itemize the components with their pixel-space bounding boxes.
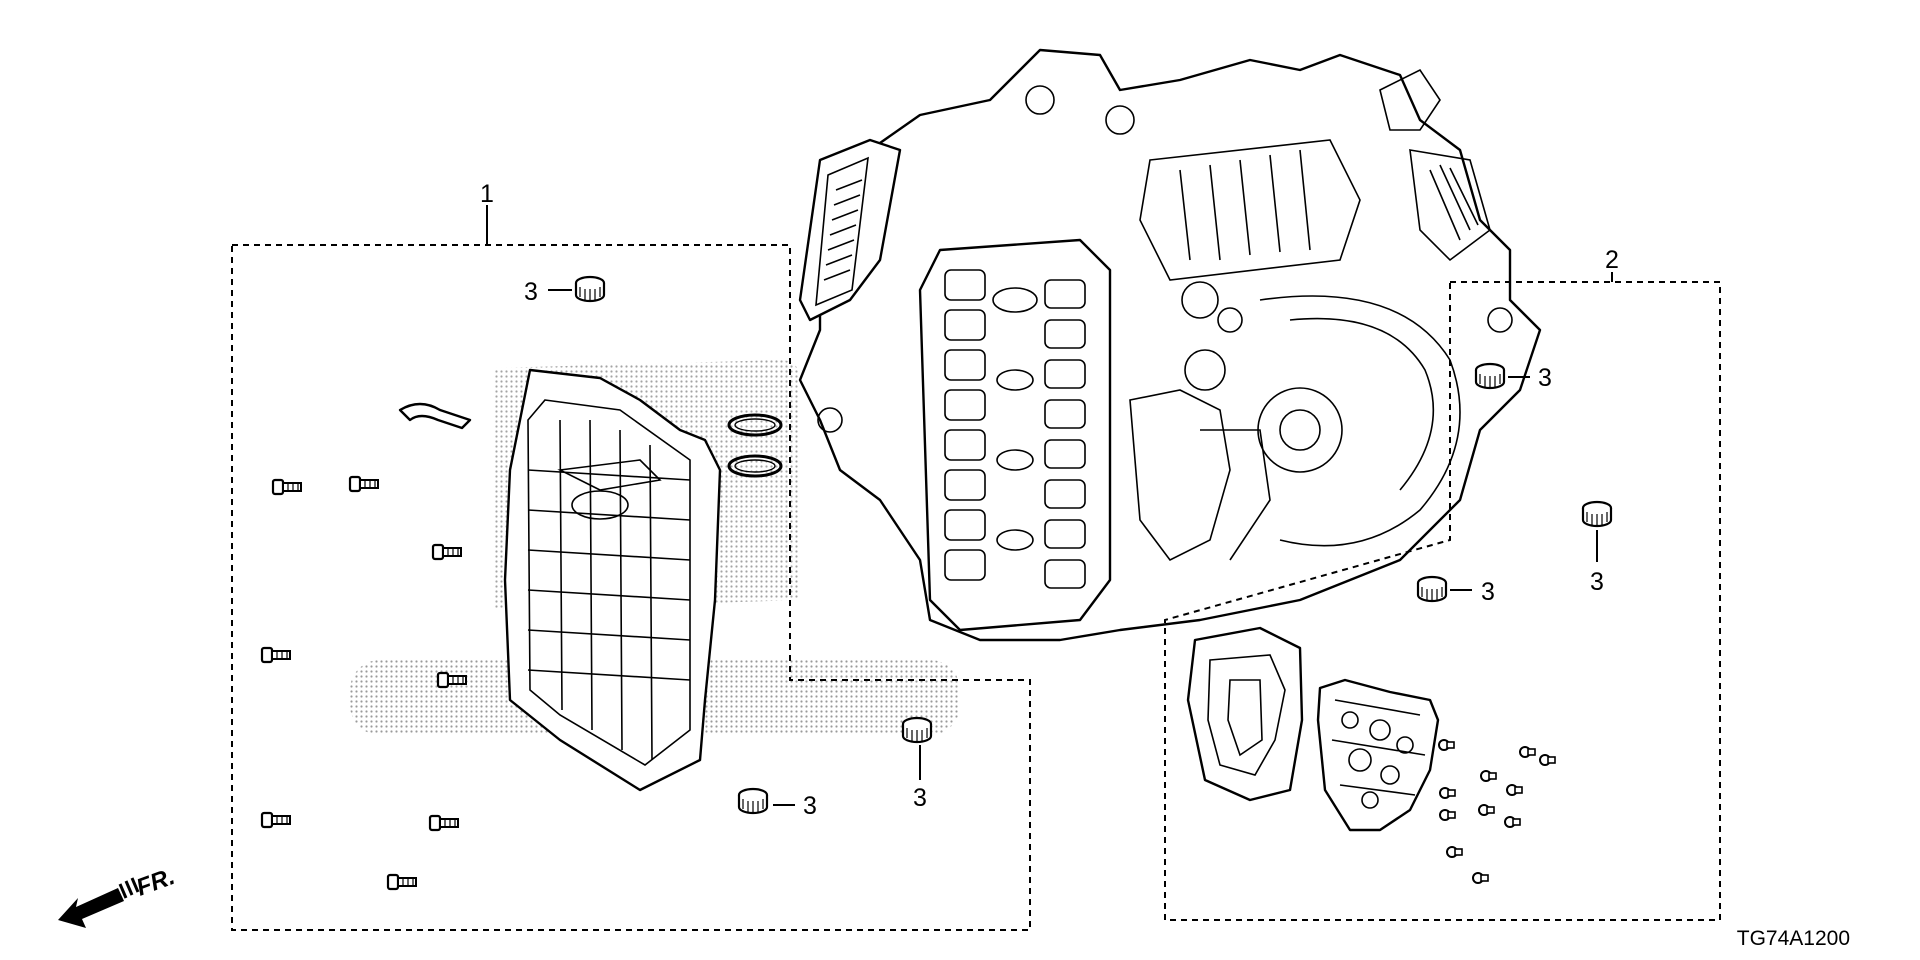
callout-3: 3: [913, 784, 927, 812]
callout-3: 3: [524, 278, 538, 306]
bolt-icon: [1478, 804, 1495, 816]
bolt-icon: [1446, 846, 1463, 858]
front-arrow-icon: [58, 877, 140, 928]
bolt-icon: [271, 478, 303, 496]
kit-2-boundary: [1164, 281, 1721, 921]
gasket-icon: [1186, 626, 1304, 802]
callout-2: 2: [1605, 246, 1619, 274]
plug-icon: [901, 716, 933, 744]
bolt-icon: [386, 873, 418, 891]
callout-3: 3: [1590, 568, 1604, 596]
bolt-icon: [1539, 754, 1556, 766]
bolt-icon: [436, 671, 468, 689]
bolt-icon: [1504, 816, 1521, 828]
o-ring-icon: [727, 454, 783, 478]
clip-icon: [398, 402, 472, 430]
bolt-icon: [1438, 739, 1455, 751]
plug-icon: [1474, 362, 1506, 390]
callout-1: 1: [480, 180, 494, 208]
plug-icon: [1581, 500, 1613, 528]
separator-plate-icon: [1316, 678, 1440, 832]
plug-icon: [574, 275, 606, 303]
bolt-icon: [1472, 872, 1489, 884]
bolt-icon: [1519, 746, 1536, 758]
bolt-icon: [348, 475, 380, 493]
bolt-icon: [260, 811, 292, 829]
bolt-icon: [1439, 809, 1456, 821]
plug-icon: [737, 787, 769, 815]
front-indicator-label: FR.: [133, 863, 179, 902]
bolt-icon: [1480, 770, 1497, 782]
bolt-icon: [1506, 784, 1523, 796]
plug-icon: [1416, 575, 1448, 603]
oil-pan-icon: [503, 368, 722, 792]
kit-1-boundary: [231, 244, 1031, 931]
bolt-icon: [260, 646, 292, 664]
callout-3: 3: [1538, 364, 1552, 392]
bolt-icon: [431, 543, 463, 561]
bolt-icon: [1439, 787, 1456, 799]
bolt-icon: [428, 814, 460, 832]
callout-3: 3: [803, 792, 817, 820]
callout-3: 3: [1481, 578, 1495, 606]
transmission-assembly-icon: [798, 48, 1542, 642]
o-ring-icon: [727, 413, 783, 437]
diagram-code: TG74A1200: [1737, 927, 1850, 950]
